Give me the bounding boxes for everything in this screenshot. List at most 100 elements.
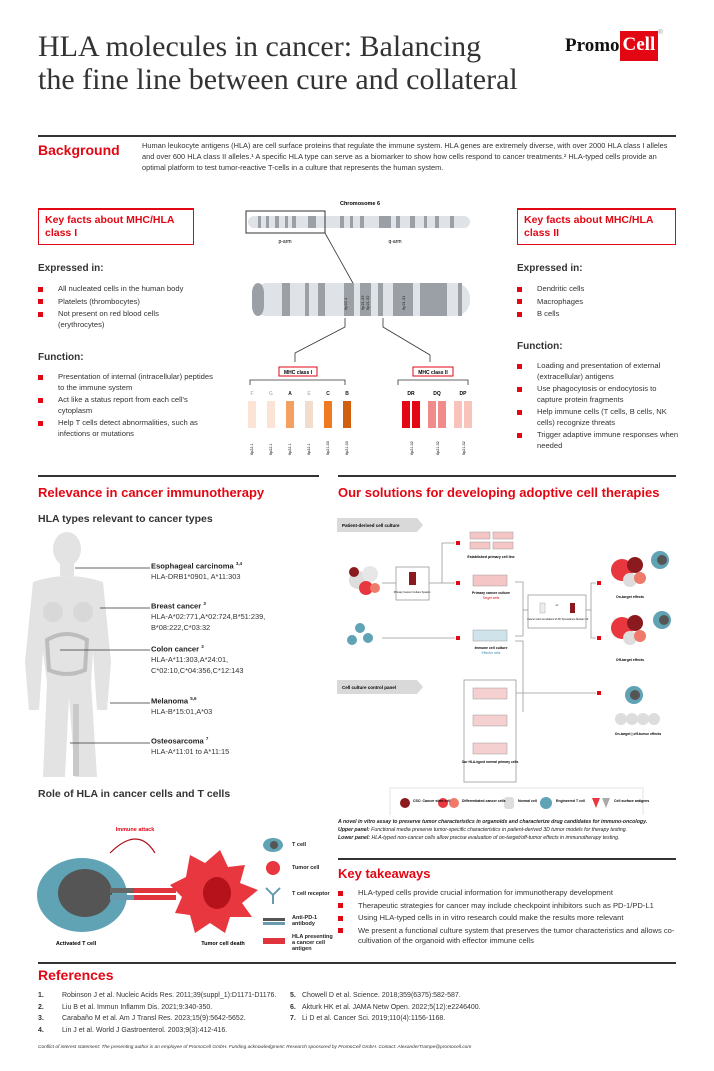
band-label: 6p21.32 [365, 295, 370, 310]
solutions-legend [389, 787, 644, 815]
chromosome-6-diagram: Chromosome 6 p-arm q-arm 6p22.1 6p21.33 … [245, 201, 472, 455]
gene-label-F: F [250, 391, 253, 397]
hla-role-diagram: Immune attack Activated T cell Tumor cel… [37, 827, 285, 947]
medium2-label: 3D Tumorsphere Medium XF [558, 618, 589, 621]
gene-label-DP: DP [460, 391, 468, 397]
reference-item: 5.Chowell D et al. Science. 2018;359(637… [290, 992, 461, 999]
divider [338, 475, 676, 477]
solutions-workflow-diagram: Patient-derived cell culture Cell cultur… [337, 518, 671, 815]
band-label: 6p21.31 [401, 295, 406, 310]
cancer-refs: 3 [201, 644, 204, 649]
gene-label-E: E [307, 391, 311, 397]
gene-label-DQ: DQ [433, 391, 441, 397]
cancer-hla: HLA-B*15:01,A*03 [151, 706, 213, 716]
footer-statement: Conflict of interest statement: The pres… [38, 1045, 472, 1050]
chromosome-title: Chromosome 6 [340, 201, 380, 207]
human-body-illustration [25, 532, 111, 777]
class2-expressed-list: Dendritic cells Macrophages B cells [517, 284, 677, 322]
cancer-hla: HLA-A*11:303,A*24:01, C*02:10,C*04:356,C… [151, 654, 244, 675]
class1-expressed-heading: Expressed in: [38, 263, 104, 274]
q-arm-label: q-arm [388, 239, 401, 245]
media-box [527, 594, 587, 629]
mhc-class-1-label: MHC class I [284, 370, 313, 376]
mhc-class-2-label: MHC class II [418, 370, 448, 376]
cancer-refs: 3 [203, 601, 206, 606]
list-item: Loading and presentation of external (ex… [517, 361, 679, 382]
logo-text-cell: Cell [619, 31, 659, 61]
p-arm-highlight [245, 210, 326, 234]
on-target-effects-icon [611, 551, 669, 587]
gene-label-C: C [326, 391, 330, 397]
solutions-legend-label: CSC: Cancer stem cell [413, 799, 450, 803]
cancer-refs: 7 [205, 736, 209, 741]
solutions-heading: Our solutions for developing adoptive ce… [338, 485, 660, 500]
cancer-name: Osteosarcoma [151, 736, 204, 746]
list-item: B cells [517, 309, 677, 320]
off-target-label: Off-target effects [616, 658, 644, 662]
relevance-heading: Relevance in cancer immunotherapy [38, 485, 265, 500]
effector-cells-label: Effector cells [482, 651, 501, 655]
cancer-osteosarcoma: Osteosarcoma 7 HLA-A*11:01 to A*11:15 [151, 736, 229, 757]
title-line-2: the fine line between cure and collatera… [38, 63, 518, 96]
references-col-2: 5.Chowell D et al. Science. 2018;359(637… [290, 990, 481, 1025]
legend-antibody-label: Anti-PD-1 antibody [292, 915, 318, 928]
immune-attack-label: Immune attack [116, 827, 155, 833]
gene-bar-C [324, 401, 332, 428]
list-item: Dendritic cells [517, 284, 677, 295]
legend-tumor-cell-icon [266, 861, 280, 875]
established-label: Established primary cell line [467, 555, 514, 559]
caption-upper-label: Upper panel: [338, 827, 370, 833]
gene-band-B: 6p21.33 [345, 441, 349, 455]
activated-t-cell-label: Activated T cell [56, 941, 97, 947]
kit-label: Primary Cancer Culture System [394, 590, 430, 594]
normal-cells-label: Our HLA-typed normal primary cells [462, 760, 519, 764]
cancer-colon: Colon cancer 3 HLA-A*11:303,A*24:01, C*0… [151, 644, 301, 676]
reference-item: 7.Li D et al. Cancer Sci. 2019;110(4):11… [290, 1015, 446, 1022]
list-item: Not present on red blood cells (erythroc… [38, 309, 188, 330]
list-item: Macrophages [517, 297, 677, 308]
logo-registered: ® [658, 30, 663, 36]
references-heading: References [38, 967, 114, 983]
on-target-off-tumor-icon [615, 686, 660, 725]
reference-item: 3.Carabaño M et al. Am J Transl Res. 202… [38, 1015, 246, 1022]
tumor-organoid-icon [349, 566, 380, 595]
on-target-label: On-target effects [616, 595, 644, 599]
cancer-melanoma: Melanoma 5,6 HLA-B*15:01,A*03 [151, 696, 212, 717]
solutions-legend-label: Normal cell [518, 799, 537, 803]
gene-bar-G [267, 401, 275, 428]
gene-bar-DQ [428, 401, 436, 428]
takeaways-list: HLA-typed cells provide crucial informat… [338, 888, 678, 949]
class1-function-heading: Function: [38, 352, 84, 363]
list-item: All nucleated cells in the human body [38, 284, 238, 295]
list-item: Help immune cells (T cells, B cells, NK … [517, 407, 679, 428]
p-arm-label: p-arm [278, 239, 291, 245]
gene-bar-DR [402, 401, 410, 428]
divider-references [38, 962, 676, 964]
list-item: Act like a status report from each cell'… [38, 395, 218, 416]
legend-tcr-icon [265, 887, 281, 904]
cancer-hla: HLA-A*11:01 to A*11:15 [151, 746, 230, 756]
medium1-label: Cancer Cell Line Medium M [527, 618, 557, 621]
gene-bar-A [286, 401, 294, 428]
legend-hla-label: HLA presenting a cancer cell antigen [292, 934, 333, 953]
class1-function-list: Presentation of internal (intracellular)… [38, 372, 218, 441]
poster-title: HLA molecules in cancer: Balancing the f… [38, 30, 558, 96]
cancer-name: Breast cancer [151, 601, 202, 611]
gene-bar-DQ [438, 401, 446, 428]
gene-bar-F [248, 401, 256, 428]
immune-culture-flask [472, 629, 508, 642]
list-item: Trigger adaptive immune responses when n… [517, 430, 679, 451]
off-target-effects-icon [611, 611, 671, 645]
reference-item: 4.Lin J et al. World J Gastroenterol. 20… [38, 1026, 228, 1034]
or-label: or [556, 603, 559, 607]
legend-antibody-icon [263, 918, 285, 921]
gene-band-DR: 6p21.32 [410, 441, 414, 455]
gene-bar-E [305, 401, 313, 428]
list-item: Using HLA-typed cells in in vitro resear… [338, 913, 678, 924]
caption-lower: HLA-typed non-cancer cells allow precise… [371, 835, 620, 841]
background-text: Human leukocyte antigens (HLA) are cell … [142, 141, 668, 172]
solutions-legend-label: Engineered T cell [556, 799, 585, 803]
primary-culture-label: Primary cancer culture [472, 591, 510, 595]
panel-lower-label: Cell culture control panel [342, 685, 396, 690]
gene-bar-B [343, 401, 351, 428]
